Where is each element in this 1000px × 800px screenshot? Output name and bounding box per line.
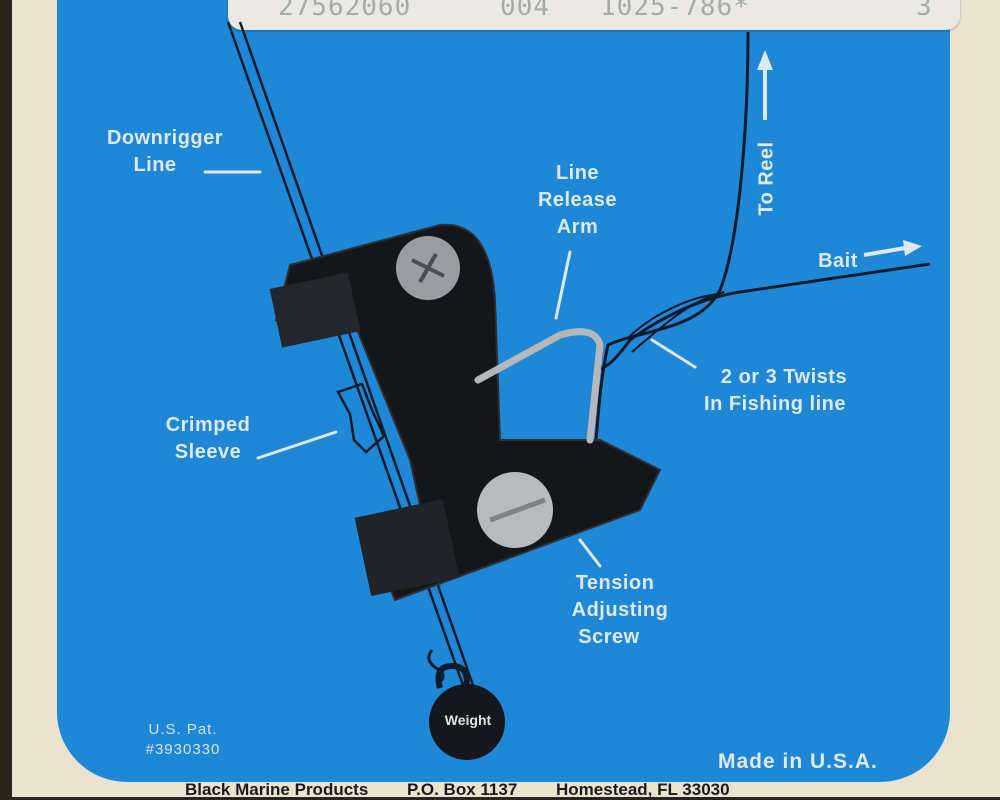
label-twists: 2 or 3 Twists In Fishing line [680, 364, 870, 418]
label-line-2: Line [133, 154, 177, 176]
blue-diagram-panel [57, 0, 950, 782]
label-line-release-arm: Line Release Arm [520, 160, 635, 241]
label-tension-screw: Tension Adjusting Screw [555, 570, 685, 651]
patent-line-1: U.S. Pat. [148, 721, 218, 738]
label-line-1: Crimped [165, 414, 251, 436]
release-arm-wire [474, 328, 604, 444]
company-footer: Black Marine Products P.O. Box 1137 Home… [185, 780, 764, 800]
label-line-2: In Fishing line [704, 393, 846, 415]
downrigger-line [226, 21, 482, 706]
fishing-line-to-reel [594, 31, 750, 441]
label-crimped-sleeve: Crimped Sleeve [148, 412, 268, 466]
made-in-label: Made in U.S.A. [718, 750, 878, 773]
label-line-2: Sleeve [174, 441, 242, 463]
po-box: P.O. Box 1137 [407, 780, 518, 799]
crimped-sleeve-shape [336, 382, 386, 454]
price-sticker: 27562060 004 1025-786* 3 [228, 0, 960, 30]
sticker-code-1: 27562060 [278, 0, 412, 22]
leader-lines [203, 170, 697, 568]
label-line-1: Tension [575, 572, 655, 594]
label-weight: Weight [444, 712, 492, 728]
release-clip-device [269, 223, 662, 602]
label-downrigger-line: Downrigger Line [90, 125, 240, 179]
to-reel-arrow [757, 50, 773, 120]
city: Homestead, FL 33030 [556, 780, 730, 799]
label-line-2: Adjusting [571, 599, 669, 621]
sticker-code-3: 1025-786* [600, 0, 750, 22]
patent-number: #3930330 [145, 741, 221, 758]
fishing-line-to-bait [597, 262, 931, 372]
label-line-1: Line [555, 162, 600, 184]
label-line-2: Release [537, 189, 618, 211]
sticker-code-2: 004 [500, 0, 550, 22]
company-name: Black Marine Products [185, 780, 369, 799]
label-line-3: Screw [578, 626, 640, 648]
bait-arrow [863, 240, 922, 257]
label-to-reel: To Reel [755, 141, 778, 216]
label-line-1: Downrigger [106, 127, 224, 149]
label-line-3: Arm [556, 216, 599, 238]
sticker-code-4: 3 [916, 0, 933, 22]
label-line-1: 2 or 3 Twists [720, 366, 848, 388]
patent-info: U.S. Pat. #3930330 [118, 720, 248, 760]
weight-shape [427, 649, 505, 760]
label-bait: Bait [818, 250, 858, 272]
